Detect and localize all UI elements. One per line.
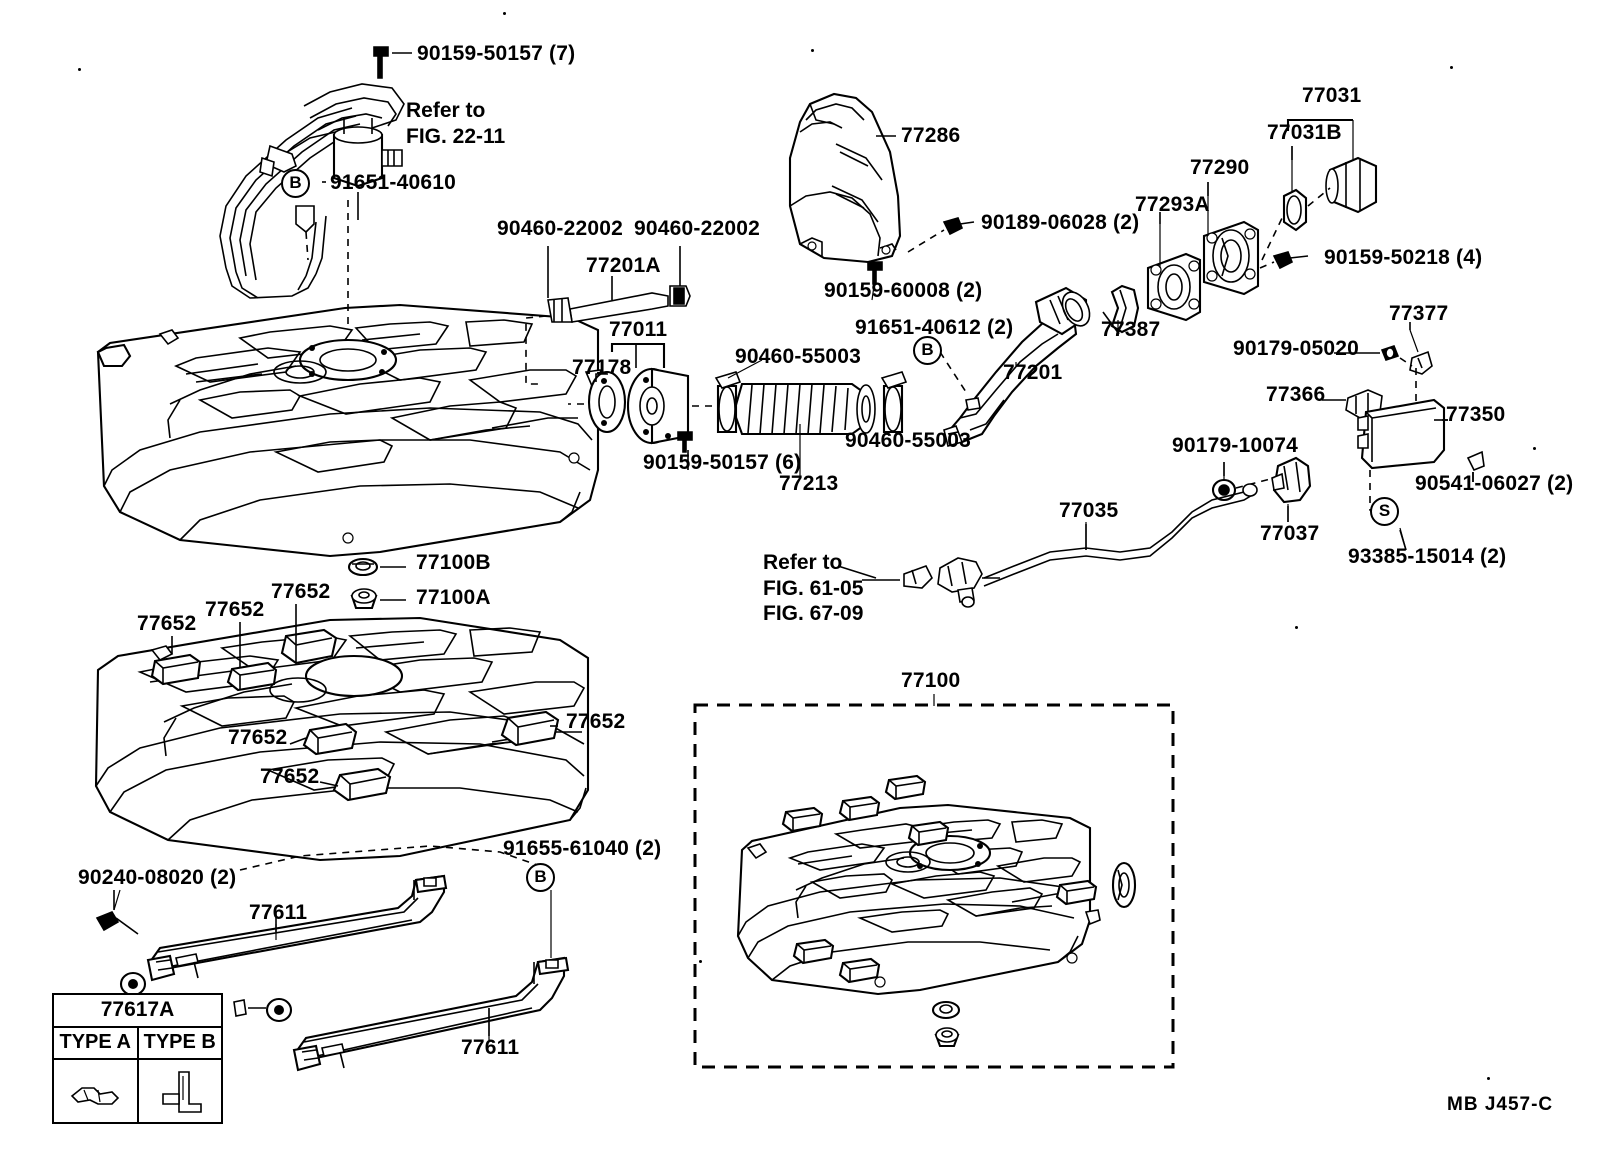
- fuel-tank-upper-drawing: [96, 303, 606, 558]
- part-label: 90460-55003: [735, 345, 861, 368]
- scan-artifact: [1533, 447, 1536, 450]
- part-label: 77100B: [416, 551, 491, 574]
- part-label: 90159-50218 (4): [1324, 246, 1483, 269]
- part-label: 77011: [609, 318, 668, 341]
- cushion-pad: [332, 767, 392, 802]
- cushion-pad: [838, 957, 881, 984]
- part-label: 91651-40610: [330, 171, 456, 194]
- type-b-illustration: [136, 1060, 222, 1122]
- scan-artifact: [78, 68, 81, 71]
- part-label: 77611: [249, 901, 308, 924]
- part-label: 90460-22002: [634, 217, 760, 240]
- part-label: 77387: [1101, 318, 1161, 341]
- type-variant-table: 77617A TYPE A TYPE B: [52, 993, 223, 1124]
- scan-artifact: [699, 960, 702, 963]
- part-label: 77100A: [416, 586, 491, 609]
- cushion-pad: [226, 661, 278, 692]
- part-label: 77652: [260, 765, 320, 788]
- leader-lines: [113, 52, 1474, 1036]
- part-label: 77031: [1302, 84, 1362, 107]
- part-label: 77366: [1266, 383, 1326, 406]
- part-label: 90460-22002: [497, 217, 623, 240]
- part-label: 77652: [566, 710, 626, 733]
- part-label: 77035: [1059, 499, 1119, 522]
- type-table-header: 77617A: [54, 995, 221, 1028]
- scan-artifact: [1450, 66, 1453, 69]
- scan-artifact: [811, 49, 814, 52]
- part-label: 77213: [779, 472, 839, 495]
- scan-artifact: [503, 12, 506, 15]
- part-label: 77178: [572, 356, 632, 379]
- reference-note: Refer to FIG. 22-11: [406, 99, 506, 148]
- reference-marker-b: B: [281, 169, 310, 198]
- part-label: 77652: [271, 580, 331, 603]
- part-label: 77031B: [1267, 121, 1342, 144]
- fuel-pump-and-tube-assembly: [219, 46, 405, 330]
- tank-band-assembly: [95, 845, 570, 1072]
- fuel-filler-pipe-77201: [939, 286, 1091, 447]
- cushion-pad: [884, 774, 927, 801]
- part-label: 77652: [137, 612, 197, 635]
- part-label: 90460-55003: [845, 429, 971, 452]
- scan-artifact: [1295, 626, 1298, 629]
- type-b-header: TYPE B: [136, 1028, 222, 1058]
- part-label: 77652: [228, 726, 288, 749]
- cushion-pad: [302, 722, 358, 756]
- part-label: 77201A: [586, 254, 661, 277]
- part-label: 90179-10074: [1172, 434, 1298, 457]
- part-label: 77286: [901, 124, 961, 147]
- part-label: 77611: [461, 1036, 520, 1059]
- reference-note: Refer to FIG. 61-05 FIG. 67-09: [763, 551, 864, 626]
- part-label: 90159-60008 (2): [824, 279, 983, 302]
- cushion-pad: [838, 795, 881, 822]
- type-a-header: TYPE A: [59, 1031, 132, 1053]
- fuel-tube-77201a: [525, 285, 691, 385]
- filler-neck-protector-77286: [788, 92, 975, 301]
- part-label: 93385-15014 (2): [1348, 545, 1507, 568]
- part-label: 90159-50157 (7): [417, 42, 576, 65]
- part-label: 91651-40612 (2): [855, 316, 1014, 339]
- part-label: 77652: [205, 598, 265, 621]
- cushion-pad: [500, 710, 560, 747]
- part-label: 90240-08020 (2): [78, 866, 237, 889]
- part-label: 77100: [901, 669, 961, 692]
- part-label: 77290: [1190, 156, 1250, 179]
- part-label: 77037: [1260, 522, 1320, 545]
- fuel-gauge-sender-77011: [568, 367, 716, 453]
- part-label: 77201: [1003, 361, 1063, 384]
- part-label: 90179-05020: [1233, 337, 1359, 360]
- part-label: 90541-06027 (2): [1415, 472, 1574, 495]
- type-a-illustration: [54, 1060, 137, 1122]
- cushion-pad: [150, 653, 202, 686]
- boxed-tank-assembly: [693, 694, 1175, 1069]
- cushion-pad: [792, 938, 835, 965]
- reference-marker-b: B: [913, 336, 942, 365]
- tank-grommets: [347, 557, 406, 610]
- cushion-pad: [907, 820, 950, 847]
- filler-cap-and-retainer-group: [1110, 118, 1378, 334]
- cushion-pad: [781, 806, 824, 833]
- filler-hose-77213: [714, 359, 908, 478]
- fuel-lid-group: [862, 329, 1485, 608]
- fuel-tank-with-cushions: [94, 616, 590, 862]
- reference-marker-b: B: [526, 863, 555, 892]
- part-label: 91655-61040 (2): [503, 837, 662, 860]
- part-label: 77293A: [1135, 193, 1210, 216]
- scan-artifact: [1487, 1077, 1490, 1080]
- part-label: 77377: [1389, 302, 1449, 325]
- reference-marker-s: S: [1370, 497, 1399, 526]
- cushion-pad: [1055, 879, 1098, 906]
- part-label: 90159-50157 (6): [643, 451, 802, 474]
- part-label: 77350: [1446, 403, 1506, 426]
- footer-code: MB J457-C: [1447, 1094, 1554, 1115]
- part-label: 90189-06028 (2): [981, 211, 1140, 234]
